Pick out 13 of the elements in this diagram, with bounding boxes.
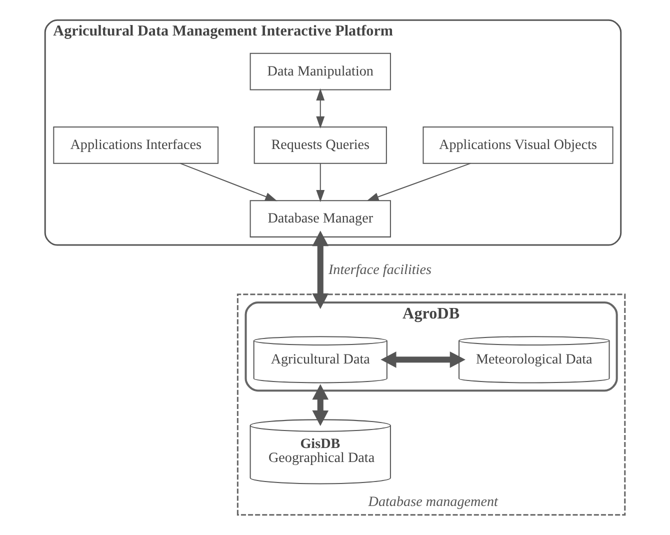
arrow: [380, 351, 466, 368]
arrow: [180, 162, 278, 202]
arrow: [366, 162, 471, 202]
arrow: [312, 230, 329, 309]
node-box: Data Manipulation: [250, 52, 391, 90]
node-box: Applications Interfaces: [53, 126, 219, 164]
node-box: Applications Visual Objects: [422, 126, 614, 164]
arrow: [316, 164, 325, 202]
edge-label: Interface facilities: [328, 262, 432, 278]
arrow: [316, 88, 325, 129]
arrow: [312, 384, 329, 426]
node-box: Requests Queries: [254, 126, 387, 164]
node-box: Database Manager: [250, 200, 391, 238]
